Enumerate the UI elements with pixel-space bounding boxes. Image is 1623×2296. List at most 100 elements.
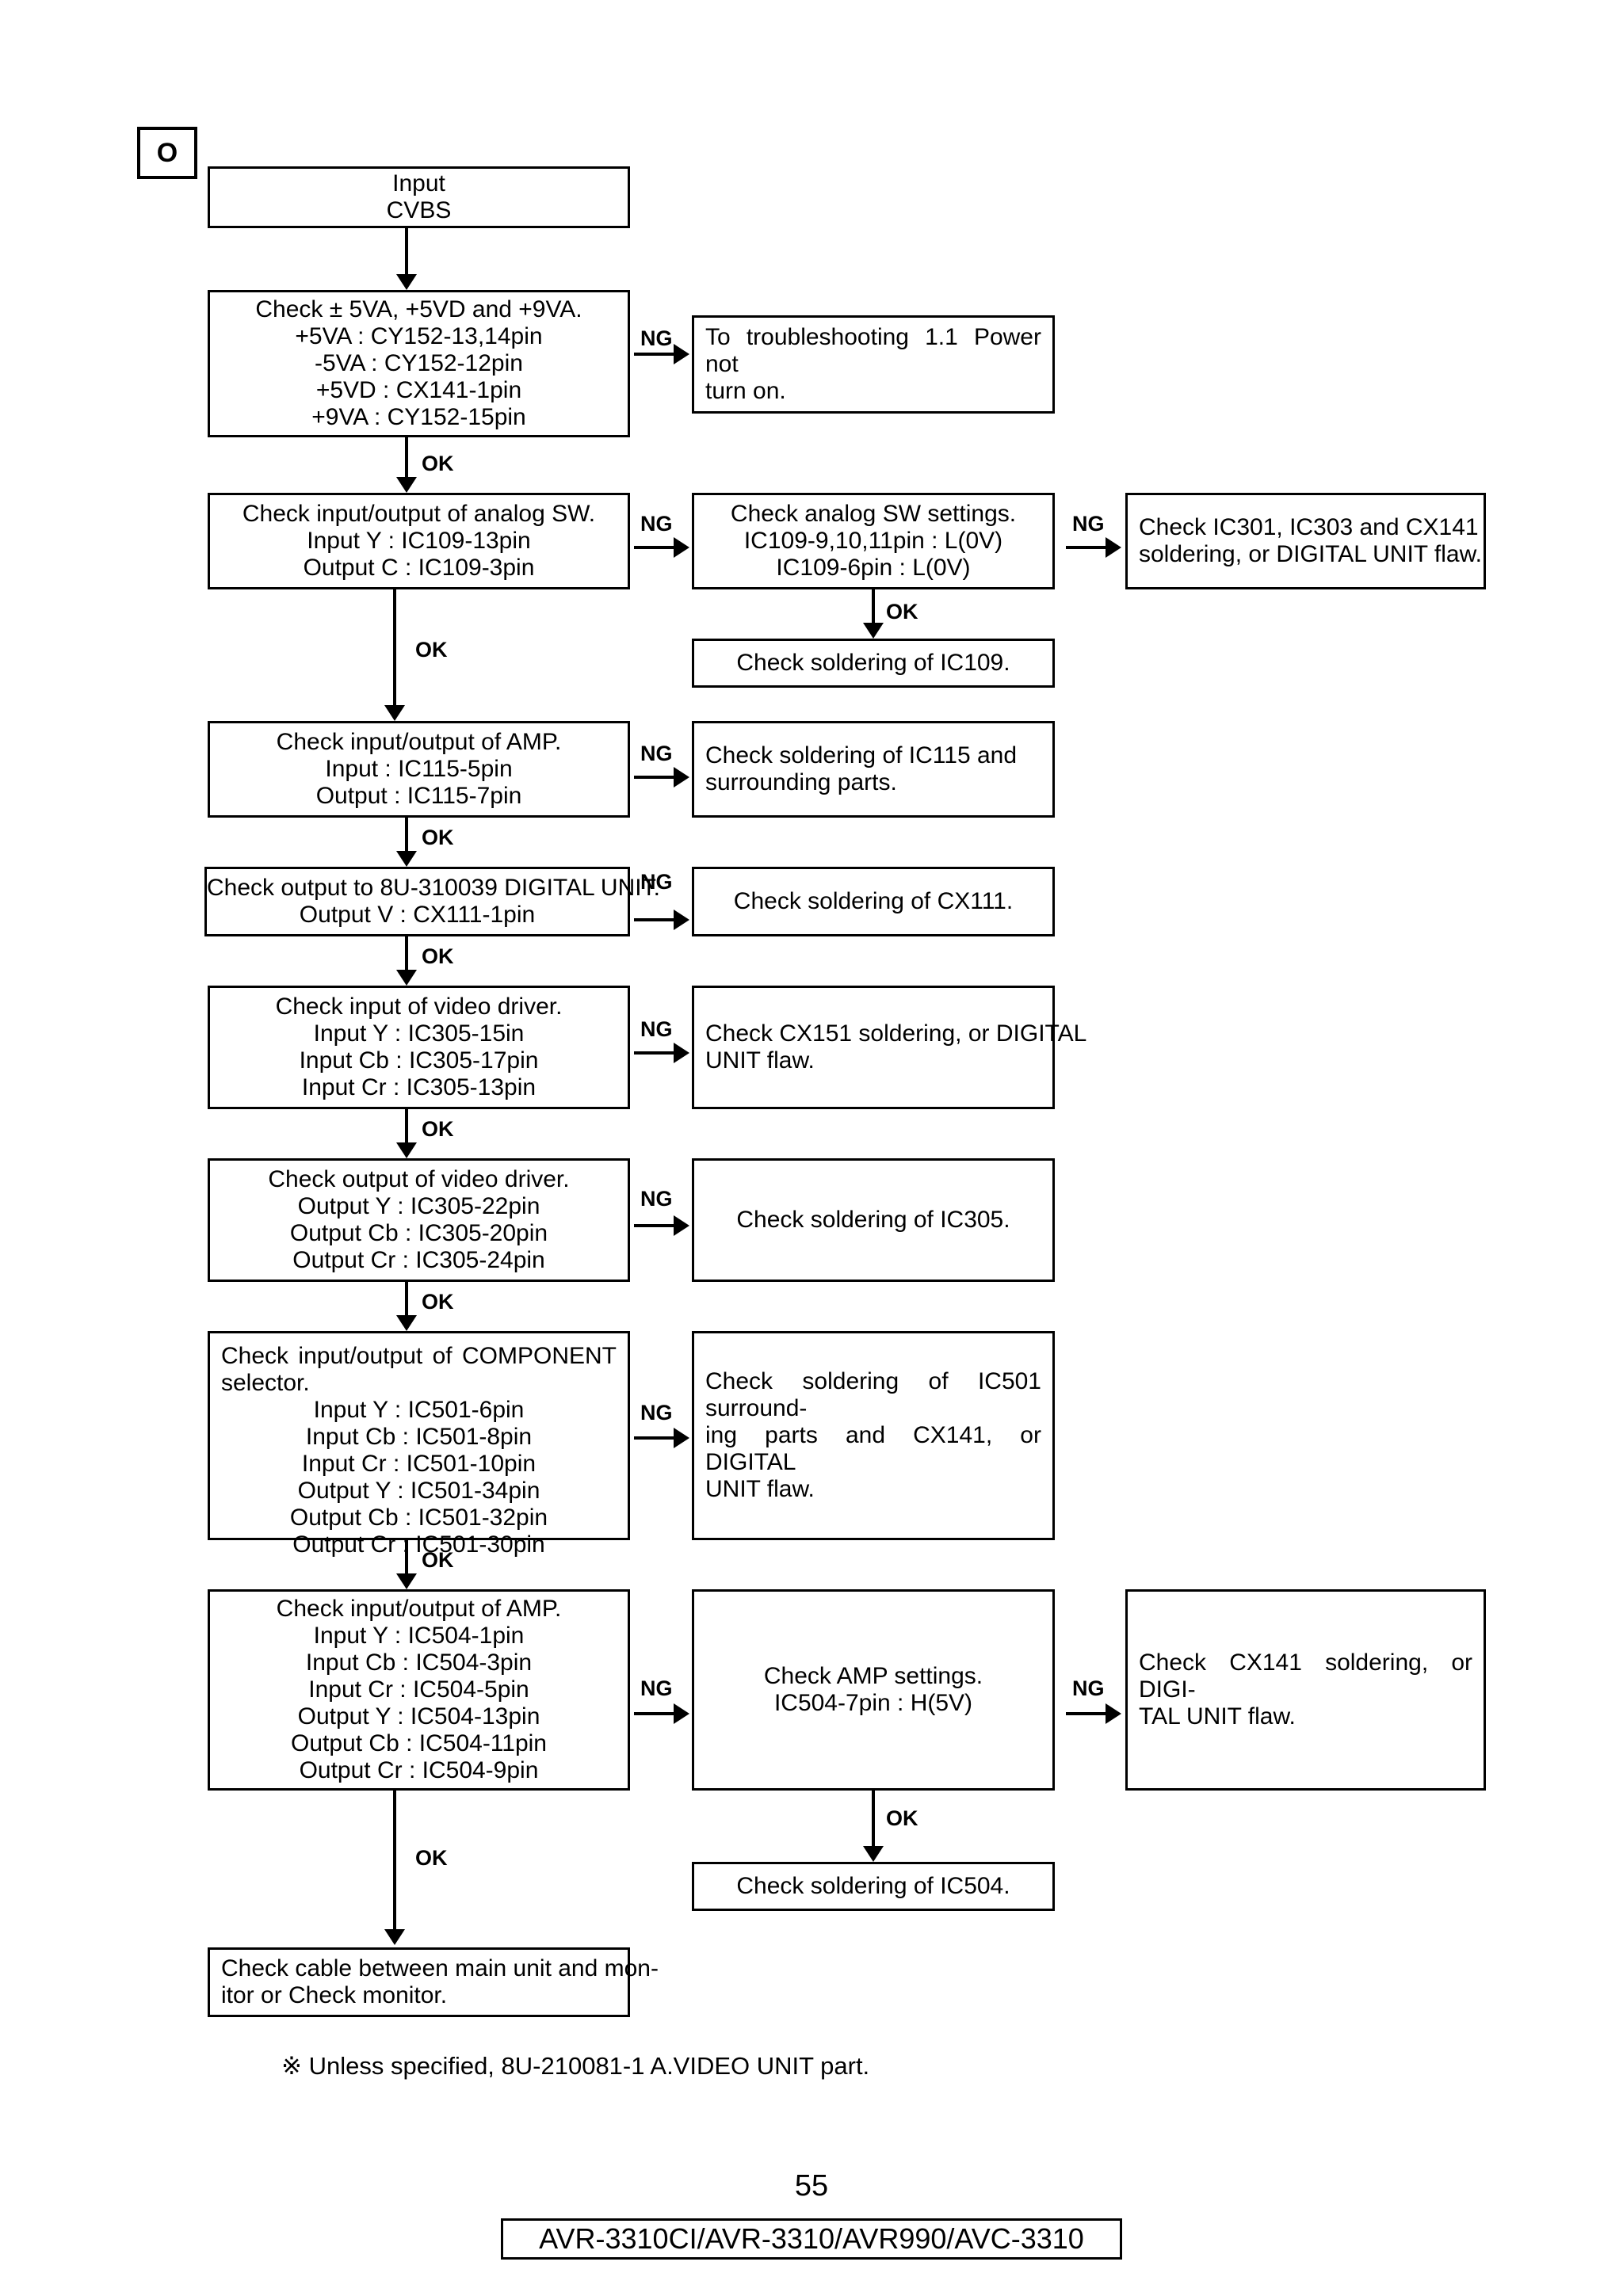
box-line: Output Cr : IC504-9pin <box>299 1757 539 1783</box>
label-ng: NG <box>1072 512 1105 536</box>
box-line: itor or Check monitor. <box>221 1982 448 2008</box>
arrow-ng-analogsw <box>634 536 689 559</box>
arrow-ng-ic305 <box>634 1214 689 1238</box>
arrow-ok-to-video-in <box>395 936 418 986</box>
box-line: Input Cb : IC501-8pin <box>305 1424 533 1450</box>
label-ok: OK <box>422 1290 454 1314</box>
box-line: Output C : IC109-3pin <box>303 555 535 581</box>
label-ng: NG <box>640 1187 673 1211</box>
label-ok: OK <box>415 1846 448 1870</box>
box-line: Input : IC115-5pin <box>325 756 513 782</box>
box-line: Input Y : IC109-13pin <box>307 528 531 554</box>
box-line: +9VA : CY152-15pin <box>311 404 526 430</box>
box-line: Input Cr : IC305-13pin <box>301 1074 537 1100</box>
box-line: Check soldering of IC305. <box>736 1207 1010 1233</box>
arrow-ok-to-amp115 <box>383 697 407 721</box>
box-line: To troubleshooting 1.1 Power not <box>705 324 1041 377</box>
box-line: Check input/output of COMPONENT <box>221 1343 617 1369</box>
box-line: Check CX141 soldering, or DIGI- <box>1139 1650 1472 1703</box>
label-ng: NG <box>640 742 673 765</box>
box-line: Input Cb : IC305-17pin <box>299 1047 539 1074</box>
box-solder-ic305: Check soldering of IC305. <box>692 1158 1055 1282</box>
box-line: Check soldering of IC501 surround- <box>705 1368 1041 1421</box>
arrow-down-to-power <box>395 228 418 290</box>
box-check-output-digital: Check output to 8U-310039 DIGITAL UNIT. … <box>204 867 660 936</box>
connector-ok-analogsw-to-amp <box>393 589 396 708</box>
box-line: IC109-6pin : L(0V) <box>776 555 971 581</box>
box-check-amp-ic504: Check input/output of AMP. Input Y : IC5… <box>208 1589 630 1791</box>
box-power-ng: To troubleshooting 1.1 Power not turn on… <box>692 315 1055 414</box>
label-ok: OK <box>422 452 454 475</box>
box-line: Check soldering of IC109. <box>736 650 1010 676</box>
box-ic301-ng: Check IC301, IC303 and CX141 soldering, … <box>1125 493 1486 589</box>
box-line: Check soldering of IC504. <box>736 1873 1010 1899</box>
label-ng: NG <box>640 1676 673 1700</box>
box-line: soldering, or DIGITAL UNIT flaw. <box>1139 541 1482 567</box>
box-amp-settings: Check AMP settings. IC504-7pin : H(5V) <box>692 1589 1055 1791</box>
arrow-ng-ic301 <box>1066 536 1121 559</box>
box-line: UNIT flaw. <box>705 1476 815 1502</box>
box-line: Input Cr : IC504-5pin <box>308 1676 529 1703</box>
footnote: ※ Unless specified, 8U-210081-1 A.VIDEO … <box>281 2052 870 2080</box>
label-ng: NG <box>1072 1676 1105 1700</box>
box-line: Check input/output of AMP. <box>276 729 562 755</box>
label-ok: OK <box>422 1117 454 1141</box>
box-line: Output Cr : IC305-24pin <box>292 1247 545 1273</box>
box-line: Check ± 5VA, +5VD and +9VA. <box>255 296 582 322</box>
arrow-ng-amp-settings <box>634 1702 689 1726</box>
label-ok: OK <box>886 600 918 624</box>
model-bar: AVR-3310CI/AVR-3310/AVR990/AVC-3310 <box>501 2218 1122 2260</box>
arrow-ok-to-analogsw <box>395 437 418 493</box>
connector-ok-amp504-to-cable <box>393 1791 396 1933</box>
box-check-video-output: Check output of video driver. Output Y :… <box>208 1158 630 1282</box>
box-cx141-ng: Check CX141 soldering, or DIGI- TAL UNIT… <box>1125 1589 1486 1791</box>
box-line: Check output to 8U-310039 DIGITAL UNIT. <box>207 875 660 901</box>
label-ng: NG <box>640 512 673 536</box>
box-line: CVBS <box>386 197 452 223</box>
arrow-ok-to-video-out <box>395 1109 418 1158</box>
box-line: IC109-9,10,11pin : L(0V) <box>743 528 1003 554</box>
box-line: Input Y : IC501-6pin <box>313 1397 525 1423</box>
label-ng: NG <box>640 1401 673 1425</box>
arrow-ng-ic501 <box>634 1426 689 1450</box>
section-marker-o: O <box>137 127 197 179</box>
box-line: Output Y : IC501-34pin <box>297 1478 540 1504</box>
box-line: Check CX151 soldering, or DIGITAL <box>705 1020 1087 1047</box>
label-ok: OK <box>422 944 454 968</box>
arrow-ng-cx111 <box>634 908 689 932</box>
box-line: Output V : CX111-1pin <box>299 902 536 928</box>
box-line: Check AMP settings. <box>763 1663 983 1689</box>
box-analog-sw-settings: Check analog SW settings. IC109-9,10,11p… <box>692 493 1055 589</box>
box-solder-ic109: Check soldering of IC109. <box>692 639 1055 688</box>
label-ok: OK <box>422 1548 454 1572</box>
arrow-ok-to-component <box>395 1282 418 1331</box>
box-line: UNIT flaw. <box>705 1047 815 1074</box>
box-line: ing parts and CX141, or DIGITAL <box>705 1422 1041 1475</box>
box-check-cable: Check cable between main unit and mon- i… <box>208 1947 659 2017</box>
label-ng: NG <box>640 1017 673 1041</box>
box-line: Output Cb : IC501-32pin <box>289 1505 548 1531</box>
box-line: Check input of video driver. <box>275 994 563 1020</box>
label-ok: OK <box>422 826 454 849</box>
box-line: IC504-7pin : H(5V) <box>773 1690 973 1716</box>
box-line: Input <box>392 170 445 196</box>
box-line: Input Cr : IC501-10pin <box>301 1451 537 1477</box>
arrow-ok-to-digital-out <box>395 818 418 867</box>
box-line: -5VA : CY152-12pin <box>315 350 523 376</box>
arrow-ok-to-solder-ic109 <box>861 589 885 639</box>
box-line: Output Cr : IC501-30pin <box>292 1531 545 1558</box>
box-line: Input Y : IC305-15in <box>313 1020 525 1047</box>
label-ng: NG <box>640 326 673 350</box>
box-cx151-ng: Check CX151 soldering, or DIGITAL UNIT f… <box>692 986 1087 1109</box>
box-check-power: Check ± 5VA, +5VD and +9VA. +5VA : CY152… <box>208 290 630 437</box>
box-ic501-ng: Check soldering of IC501 surround- ing p… <box>692 1331 1055 1540</box>
arrow-ng-cx151 <box>634 1041 689 1065</box>
arrow-ng-cx141 <box>1066 1702 1121 1726</box>
box-line: Output Cb : IC305-20pin <box>289 1220 548 1246</box>
box-line: Output Cb : IC504-11pin <box>291 1730 547 1756</box>
label-ok: OK <box>886 1806 918 1830</box>
box-line: Output Y : IC305-22pin <box>297 1193 540 1219</box>
box-line: Check soldering of CX111. <box>733 888 1014 914</box>
page-number: 55 <box>794 2169 829 2203</box>
